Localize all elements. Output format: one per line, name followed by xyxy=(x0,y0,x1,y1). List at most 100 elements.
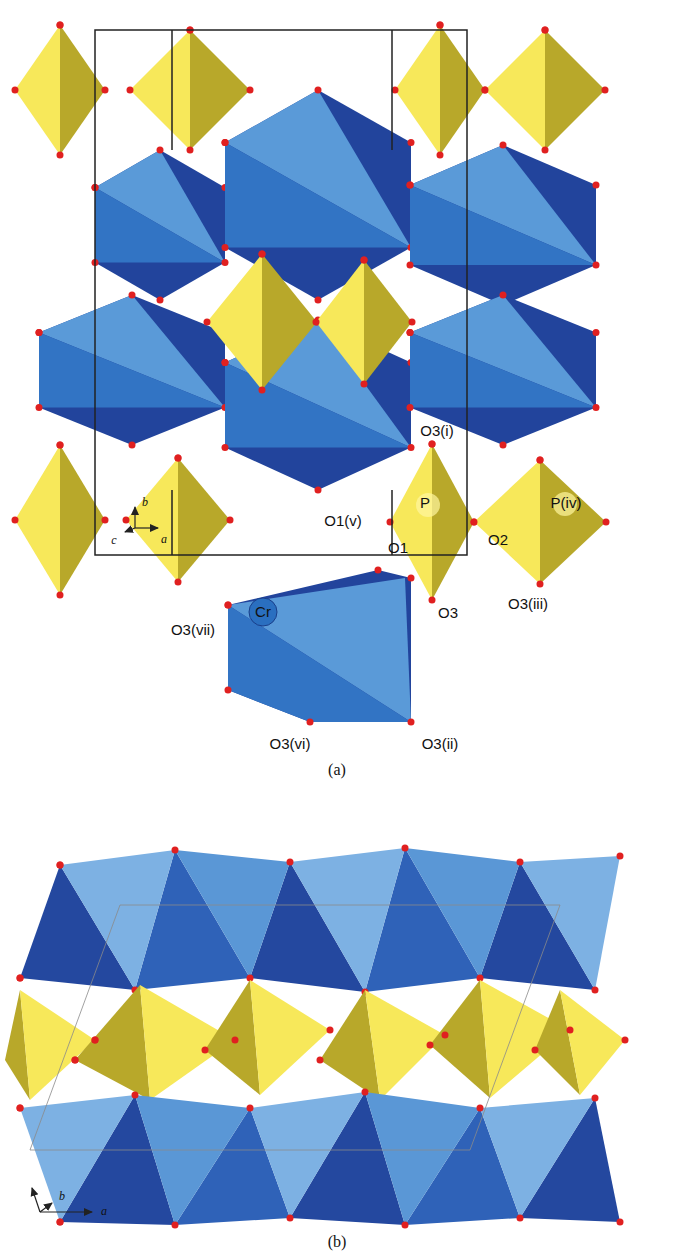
atom-dots xyxy=(75,1045,535,1060)
polyhedron-face xyxy=(95,30,467,555)
axis-line xyxy=(40,1203,52,1212)
polyhedron-face xyxy=(39,333,225,408)
polyhedron-face xyxy=(290,848,405,992)
polyhedron-face xyxy=(410,333,596,408)
polyhedron-face xyxy=(410,145,596,265)
atom-dots xyxy=(390,444,474,600)
atom-dots xyxy=(95,150,225,300)
polyhedron-face xyxy=(95,188,225,263)
polyhedron-face xyxy=(390,444,432,600)
polyhedron-face xyxy=(365,1092,480,1225)
atom-label: P(iv) xyxy=(551,495,582,512)
atom-dots xyxy=(485,30,605,150)
polyhedron-face xyxy=(410,295,596,408)
polyhedron-face xyxy=(225,90,411,248)
octahedral-layer-top xyxy=(20,848,620,992)
atom-dots xyxy=(39,295,225,445)
polyhedron-face xyxy=(178,458,230,582)
polyhedron-face xyxy=(410,185,596,265)
atom-label: P xyxy=(420,495,430,512)
polyhedron-face xyxy=(39,295,225,445)
octahedra-a xyxy=(39,90,596,722)
axis-label: b xyxy=(142,496,148,509)
axis-line xyxy=(32,1188,40,1212)
polyhedron-face xyxy=(135,1095,250,1225)
polyhedron-face xyxy=(520,856,620,990)
unit-cell-b xyxy=(30,905,560,1150)
axis-line xyxy=(125,528,135,532)
polyhedron-face xyxy=(410,145,596,305)
atom-label: O3(vii) xyxy=(171,622,215,639)
atom-dots xyxy=(130,30,250,150)
polyhedron-face xyxy=(249,598,277,626)
axis-label: a xyxy=(101,1205,107,1218)
atom-dots xyxy=(207,254,317,390)
tetrahedra-b xyxy=(5,980,625,1100)
axes-a xyxy=(125,507,158,532)
polyhedron-face xyxy=(130,30,190,150)
polyhedron-face xyxy=(15,445,60,595)
atom-dots xyxy=(395,25,485,155)
polyhedron-face xyxy=(175,850,290,978)
axis-label: c xyxy=(111,534,116,547)
atom-dots xyxy=(410,145,596,305)
polyhedron-face xyxy=(560,990,625,1095)
axis-line xyxy=(171,490,173,555)
panel-caption: (a) xyxy=(328,761,346,779)
axis-label: a xyxy=(161,533,167,546)
atom-label: O1(v) xyxy=(324,513,362,530)
axis-line xyxy=(134,507,135,528)
axis-line xyxy=(135,527,158,528)
atom-dots xyxy=(15,25,105,155)
polyhedron-face xyxy=(95,150,225,263)
unit-cell-a xyxy=(95,30,467,555)
atom-label: O3(iii) xyxy=(508,596,548,613)
atom-dots xyxy=(20,1092,595,1108)
axis-line xyxy=(40,1211,92,1212)
axis-line xyxy=(171,30,173,150)
atom-label: O3(vi) xyxy=(270,736,311,753)
polyhedron-face xyxy=(395,25,440,155)
atom-label: O3(ii) xyxy=(422,736,459,753)
polyhedron-face xyxy=(440,25,485,155)
polyhedron-face xyxy=(405,848,520,978)
polyhedron-face xyxy=(190,30,250,150)
polyhedron-face xyxy=(39,295,225,408)
polyhedron-face xyxy=(60,445,105,595)
atom-dots xyxy=(15,445,105,595)
polyhedron-face xyxy=(250,980,330,1095)
polyhedron-face xyxy=(474,460,540,584)
atom-dots xyxy=(474,460,606,584)
atom-label: O1 xyxy=(388,540,408,557)
atom-dots xyxy=(126,458,230,582)
polyhedron-face xyxy=(416,493,440,517)
polyhedron-face xyxy=(20,990,95,1100)
tetrahedra-a xyxy=(15,25,606,600)
axis-line xyxy=(391,30,393,150)
atom-label: O2 xyxy=(488,532,508,549)
atom-dots xyxy=(95,1030,625,1040)
panel-caption: (b) xyxy=(328,1233,347,1251)
atom-label: O3 xyxy=(438,605,458,622)
atom-dots xyxy=(410,295,596,445)
octahedral-layer-bottom xyxy=(20,1092,620,1225)
polyhedron-face xyxy=(75,985,150,1100)
polyhedron-face xyxy=(545,30,605,150)
polyhedron-face xyxy=(316,260,364,384)
atom-dots xyxy=(228,570,411,722)
polyhedron-face xyxy=(60,850,175,990)
polyhedron-face xyxy=(20,1095,135,1222)
polyhedron-face xyxy=(480,1098,595,1218)
polyhedron-face xyxy=(228,578,411,722)
atom-dots xyxy=(20,978,595,992)
polyhedron-face xyxy=(410,295,596,445)
polyhedron-face xyxy=(126,458,178,582)
polyhedron-face xyxy=(262,254,317,390)
polyhedron-face xyxy=(15,25,60,155)
atom-label: Cr xyxy=(255,604,271,621)
polyhedron-face xyxy=(60,25,105,155)
polyhedron-face xyxy=(540,460,606,584)
atom-label: O3(i) xyxy=(420,423,453,440)
